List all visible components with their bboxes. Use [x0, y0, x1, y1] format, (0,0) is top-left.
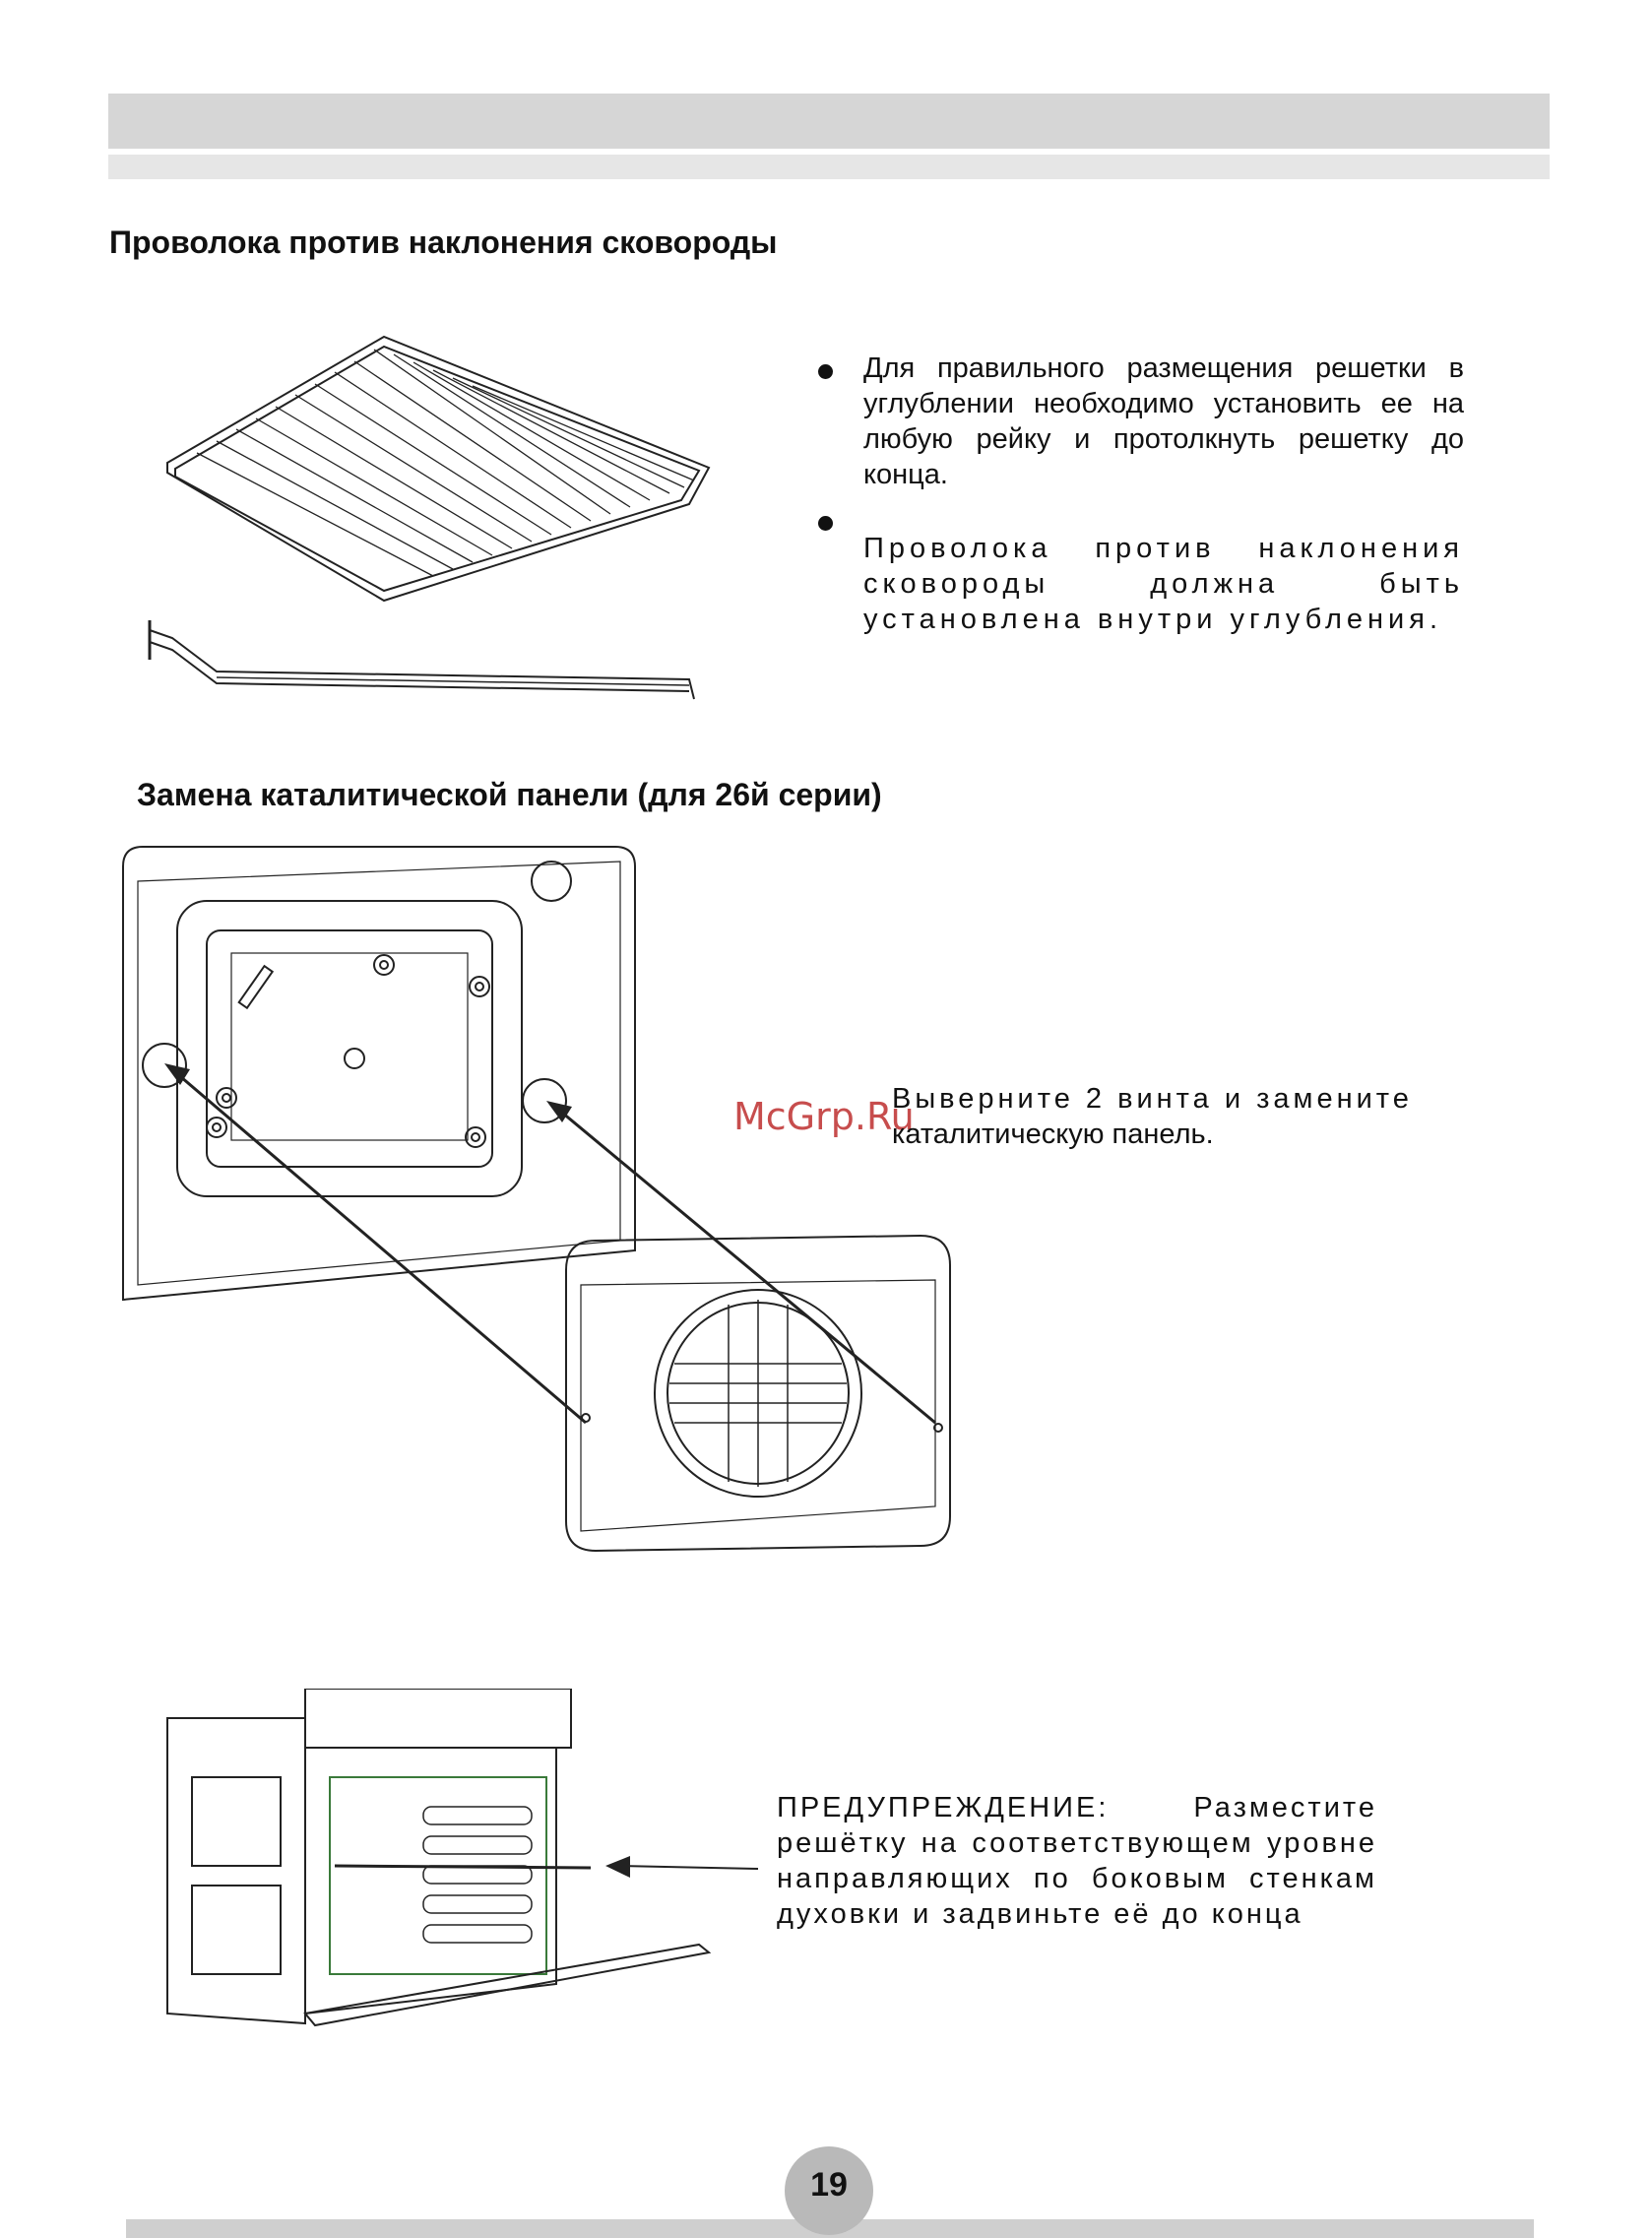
- header-subband: [108, 155, 1550, 179]
- watermark: McGrp.Ru: [733, 1095, 915, 1138]
- section-title-catalytic-panel: Замена каталитической панели (для 26й се…: [137, 777, 882, 812]
- bullet-marker: [818, 516, 833, 531]
- page-number: 19: [810, 2166, 848, 2204]
- header-band: [108, 94, 1550, 149]
- bullet-marker: [818, 364, 833, 379]
- instruction-bullet-2: Проволока против наклонения сковороды до…: [863, 533, 1464, 635]
- catalytic-panel-illustration: [122, 846, 951, 1553]
- section-title-anti-tilt: Проволока против наклонения сковороды: [109, 224, 778, 260]
- warning-text: ПРЕДУПРЕЖДЕНИЕ: Разместите решётку на со…: [777, 1792, 1377, 1930]
- step-instruction-line-2: каталитическую панель.: [892, 1119, 1214, 1150]
- oven-side-illustration: [166, 1689, 759, 2027]
- step-instruction-line-1: Выверните 2 винта и замените: [892, 1083, 1413, 1115]
- instruction-bullet-1: Для правильного размещения решетки в угл…: [863, 352, 1464, 490]
- rack-illustration: [148, 335, 711, 700]
- page-number-badge: [785, 2146, 873, 2235]
